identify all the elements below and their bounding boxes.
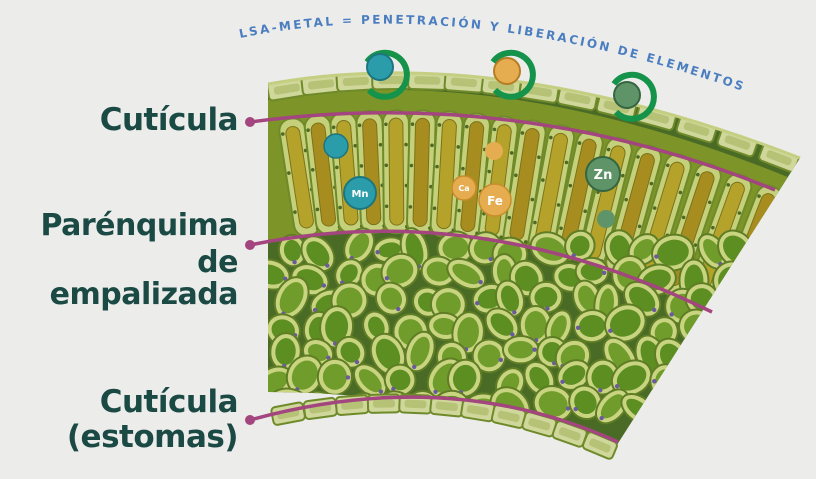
lower-epidermis-cell: [303, 397, 337, 419]
spongy-cell: [650, 383, 690, 424]
label-cuticle-stomata-line2: (estomas): [67, 421, 238, 454]
small-teal-ball: [324, 134, 348, 158]
spongy-cell: [717, 382, 762, 425]
spongy-cell: [675, 358, 713, 401]
spongy-cell: [709, 336, 756, 382]
palisade-cell: [383, 110, 410, 233]
particle-amber: [494, 58, 520, 84]
label-cuticle-stomata-line1: Cutícula: [100, 386, 238, 419]
spongy-cell: [650, 364, 682, 398]
small-amber-ball: [485, 142, 503, 160]
spongy-cell: [702, 356, 743, 397]
ca-label: Ca: [458, 184, 469, 193]
pointer-dot-cuticle: [245, 117, 255, 127]
spongy-cell: [317, 358, 353, 395]
pointer-dot-stomata: [245, 415, 255, 425]
spongy-cell: [692, 386, 733, 422]
label-palisade-line1: Parénquima: [40, 210, 238, 242]
label-cuticle: Cutícula: [100, 104, 238, 137]
label-palisade-line2: de empalizada: [0, 247, 238, 312]
small-green-ball: [597, 210, 615, 228]
spongy-cell: [688, 335, 715, 372]
zn-label: Zn: [594, 168, 613, 183]
mn-label: Mn: [351, 189, 368, 200]
fe-label: Fe: [487, 194, 503, 208]
pointer-dot-palisade: [245, 240, 255, 250]
spongy-cell: [710, 312, 748, 348]
particle-green: [614, 82, 640, 108]
spongy-cell: [717, 284, 757, 318]
particle-teal: [367, 54, 393, 80]
spongy-cell: [503, 336, 539, 363]
